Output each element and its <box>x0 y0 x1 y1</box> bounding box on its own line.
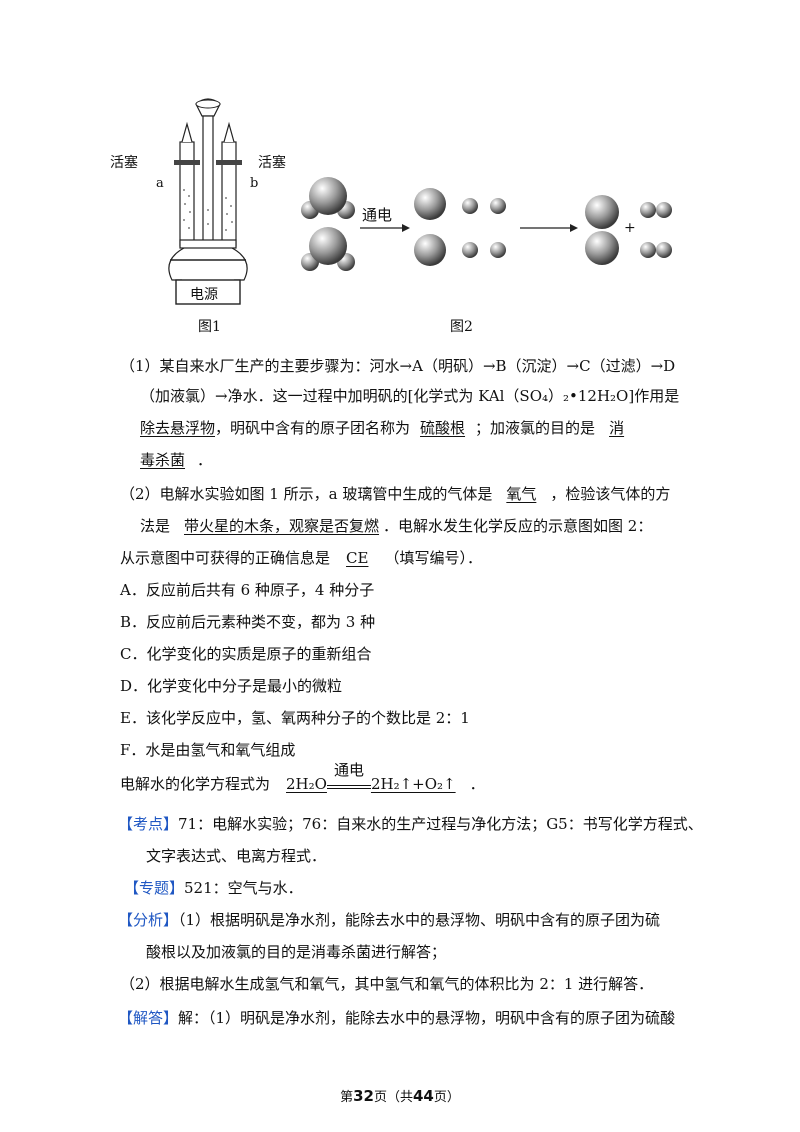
oxygen-molecule-atom <box>585 231 619 265</box>
label-right-valve: 活塞 <box>258 155 286 171</box>
h-atom <box>490 242 506 258</box>
zhuanti-tag: 【专题】 <box>124 879 185 897</box>
fenxi-line-1: 【分析】（1）根据明矾是净水剂，能除去水中的悬浮物、明矾中含有的原子团为硫 <box>118 911 661 929</box>
q2-line-2: 法是带火星的木条，观察是否复燃．电解水发生化学反应的示意图如图 2： <box>140 517 653 535</box>
kaodian-line-1: 【考点】71：电解水实验；76：自来水的生产过程与净化方法；G5：书写化学方程式… <box>118 815 703 833</box>
label-left-valve: 活塞 <box>110 155 138 171</box>
reaction-diagram <box>301 177 672 271</box>
equation-lhs: 2H₂O <box>286 775 327 793</box>
label-b: b <box>250 176 259 191</box>
option-d: D．化学变化中分子是最小的微粒 <box>120 677 343 695</box>
arrow-label: 通电 <box>362 206 393 224</box>
equation-condition: 通电 <box>326 761 371 789</box>
q1-answer-3b: 毒杀菌 <box>140 451 186 469</box>
fenxi-line-3: （2）根据电解水生成氢气和氧气，其中氢气和氧气的体积比为 2：1 进行解答． <box>120 975 654 993</box>
power-label: 电源 <box>190 287 218 303</box>
q2-line-1: （2）电解水实验如图 1 所示，a 玻璃管中生成的气体是氧气，检验该气体的方 <box>120 485 671 503</box>
o-atom <box>414 188 446 220</box>
q1-answer-3a: 消 <box>609 419 625 437</box>
q2-answer-1: 氧气 <box>506 485 537 503</box>
kaodian-tag: 【考点】 <box>118 815 179 833</box>
question-body: （1）某自来水厂生产的主要步骤为：河水→A（明矾）→B（沉淀）→C（过滤）→D … <box>118 355 720 1055</box>
q1-line-1: （1）某自来水厂生产的主要步骤为：河水→A（明矾）→B（沉淀）→C（过滤）→D <box>120 357 676 375</box>
q1-answer-1: 除去悬浮物 <box>140 419 216 437</box>
water-o-atom <box>309 227 347 265</box>
plus-sign: + <box>624 220 636 236</box>
option-b: B．反应前后元素种类不变，都为 3 种 <box>120 613 376 631</box>
page-total: 44 <box>413 1087 434 1105</box>
figure-1: 活塞 活塞 a b 电源 图1 <box>110 90 290 340</box>
oxygen-molecule-atom <box>585 195 619 229</box>
hydrogen-molecule-atom <box>656 242 672 258</box>
q1-line-3: 除去悬浮物，明矾中含有的原子团名称为硫酸根；加液氯的目的是消 <box>140 419 625 437</box>
equation-rhs: 2H₂↑+O₂↑ <box>370 775 456 793</box>
hydrogen-molecule-atom <box>640 242 656 258</box>
figure-1-caption: 图1 <box>198 319 221 335</box>
figure-2-caption: 图2 <box>450 319 473 335</box>
q1-answer-2: 硫酸根 <box>420 419 466 437</box>
q1-line-4: 毒杀菌． <box>140 451 213 469</box>
figure-2: 通电 + 图2 <box>290 170 690 340</box>
fenxi-line-2: 酸根以及加液氯的目的是消毒杀菌进行解答； <box>146 943 447 961</box>
page-footer: 第32页（共44页） <box>340 1087 460 1105</box>
kaodian-line-2: 文字表达式、电离方程式． <box>146 847 327 865</box>
h-atom <box>462 242 478 258</box>
o-atom <box>414 234 446 266</box>
label-a: a <box>156 176 164 191</box>
hydrogen-molecule-atom <box>656 202 672 218</box>
hydrogen-molecule-atom <box>640 202 656 218</box>
q2-answer-3: CE <box>346 549 369 567</box>
zhuanti-line: 【专题】521：空气与水． <box>124 879 303 897</box>
q1-line-2: （加液氯）→净水．这一过程中加明矾的[化学式为 KAl（SO₄）₂•12H₂O]… <box>140 387 680 405</box>
jieda-tag: 【解答】 <box>118 1009 179 1027</box>
q2-answer-2: 带火星的木条，观察是否复燃 <box>184 517 380 535</box>
option-e: E．该化学反应中，氢、氧两种分子的个数比是 2：1 <box>120 709 470 727</box>
water-o-atom <box>309 177 347 215</box>
h-atom <box>462 198 478 214</box>
page-number: 32 <box>353 1087 374 1105</box>
h-atom <box>490 198 506 214</box>
electrolysis-apparatus-diagram <box>168 98 248 305</box>
option-c: C．化学变化的实质是原子的重新组合 <box>120 645 372 663</box>
option-f: F．水是由氢气和氧气组成 <box>120 741 296 759</box>
jieda-line: 【解答】解：（1）明矾是净水剂，能除去水中的悬浮物，明矾中含有的原子团为硫酸 <box>118 1009 676 1027</box>
fenxi-tag: 【分析】 <box>118 911 179 929</box>
option-a: A．反应前后共有 6 种原子，4 种分子 <box>120 581 375 599</box>
